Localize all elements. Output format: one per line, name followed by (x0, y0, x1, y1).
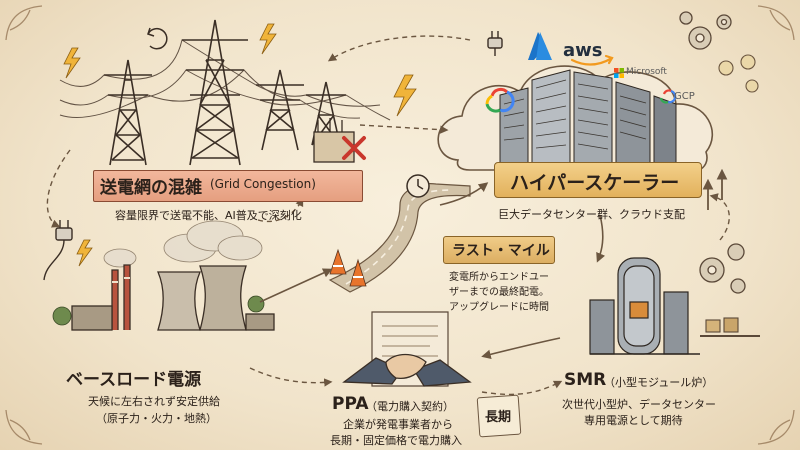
baseload-title: ベースロード電源 (66, 370, 202, 390)
smoke-icon (103, 220, 263, 268)
server-rack-icon (499, 69, 677, 171)
flow-arrow (709, 193, 730, 241)
gear-icon (679, 11, 732, 50)
baseload-desc-1: 天候に左右されず安定供給 (88, 395, 220, 408)
flow-arrow (481, 380, 563, 396)
grid-congestion-title-en: (Grid Congestion) (210, 177, 316, 191)
corner-flourish-icon (5, 5, 795, 445)
power-plant-icon (71, 264, 275, 331)
microsoft-logo-text: Microsoft (626, 67, 667, 77)
gear-icon (699, 243, 746, 294)
hyperscaler-title: ハイパースケーラー (510, 172, 680, 194)
smr-title-paren: （小型モジュール炉） (604, 376, 714, 389)
last-mile-desc-3: アップグレードに時間 (449, 302, 549, 313)
flow-arrow (249, 367, 333, 387)
refresh-icon (147, 27, 168, 50)
ppa-desc-2: 長期・固定価格で電力購入 (330, 434, 462, 447)
gcp-logo-text: GCP (674, 91, 695, 102)
smr-title: SMR (564, 370, 607, 390)
lightning-icon (76, 239, 93, 267)
grid-congestion-desc: 容量限界で送電不能、AI普及で深刻化 (115, 209, 302, 222)
azure-logo (528, 32, 552, 60)
conveyor-icon (700, 317, 760, 337)
road-icon (328, 183, 471, 293)
hyperscaler-label-box (494, 162, 702, 198)
lightning-icon (63, 23, 417, 117)
google-cloud-logo (485, 87, 515, 113)
flow-arrow (257, 197, 304, 223)
power-tower-icon (104, 19, 346, 166)
flow-arrow (481, 337, 561, 360)
ppa-desc-1: 企業が発電事業者から (343, 418, 453, 431)
tree-icon (52, 295, 265, 326)
flow-arrow (439, 182, 489, 206)
last-mile-desc-1: 変電所からエンドユー (449, 272, 549, 283)
plug-icon (487, 31, 503, 56)
smr-desc-2: 専用電源として期待 (584, 414, 683, 427)
clock-icon (406, 174, 430, 198)
last-mile-title: ラスト・マイル (452, 243, 550, 259)
smr-desc-1: 次世代小型炉、データセンター (562, 398, 716, 411)
hyperscaler-desc: 巨大データセンター群、クラウド支配 (498, 208, 685, 221)
baseload-desc-2: （原子力・火力・地熱） (96, 412, 217, 425)
flow-arrow (596, 214, 606, 263)
traffic-cone-icon (329, 248, 367, 287)
grid-congestion-ribbon (93, 170, 363, 202)
plug-icon (43, 220, 73, 281)
long-term-badge-text: 長期 (485, 410, 512, 425)
last-mile-label-box (443, 236, 555, 264)
handshake-icon (342, 353, 472, 387)
growth-arrow-icon (702, 168, 728, 210)
ppa-title: PPA (332, 394, 369, 414)
aws-logo-text: aws (563, 40, 603, 61)
reactor-icon (589, 257, 700, 355)
ppa-title-paren: （電力購入契約） (366, 400, 454, 413)
cross-icon (342, 136, 366, 160)
gcp-logo (659, 89, 677, 104)
flow-arrow (359, 124, 449, 134)
flow-arrow (327, 35, 471, 62)
aws-logo (570, 54, 614, 66)
last-mile-desc-2: ザーまでの最終配電。 (449, 287, 549, 298)
microsoft-logo (614, 68, 624, 78)
grid-congestion-title: 送電網の混雑 (100, 178, 202, 198)
flow-arrow (46, 149, 71, 228)
flow-arrow (259, 268, 333, 303)
dollar-coin-icon (718, 54, 759, 93)
